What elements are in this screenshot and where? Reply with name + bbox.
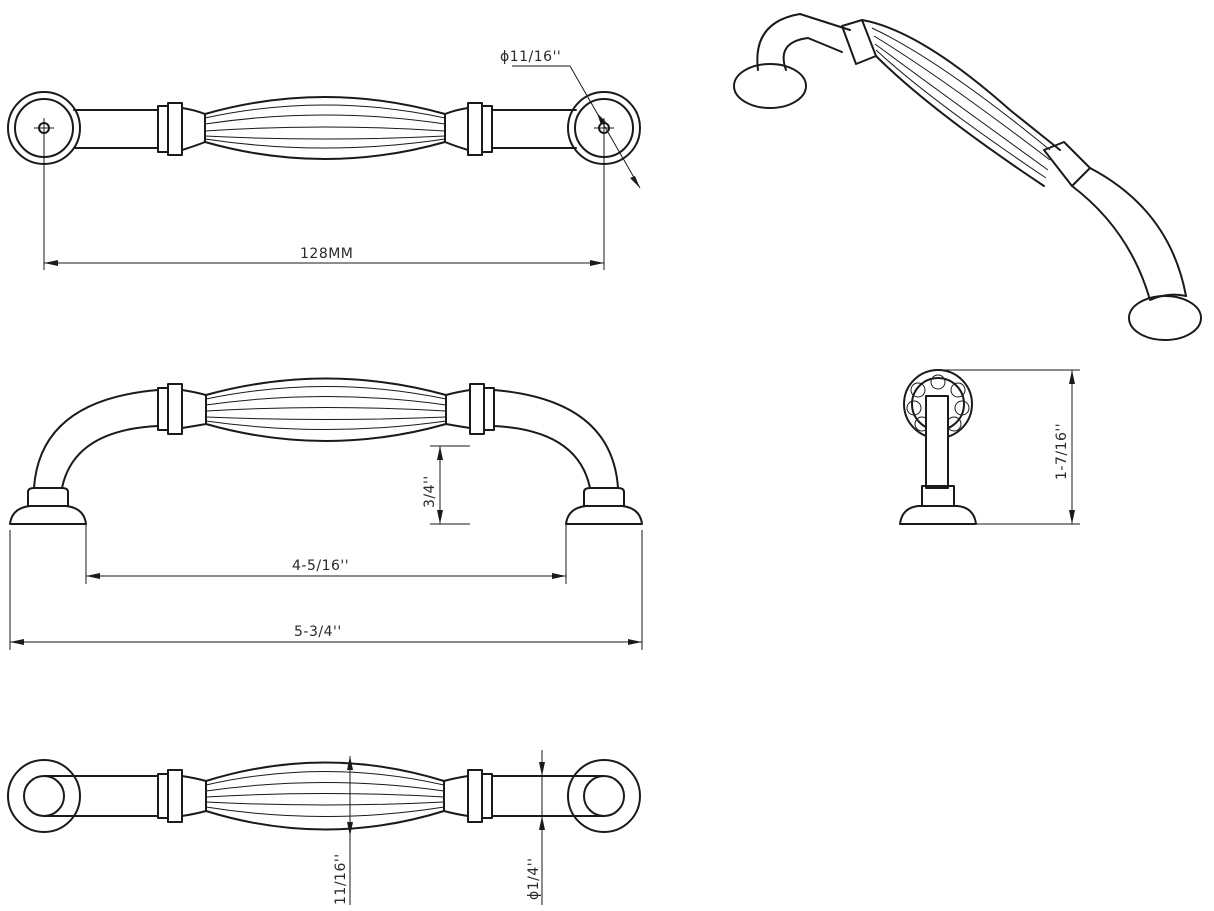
dim-hole-diameter: ϕ11/16'' — [500, 49, 561, 65]
front-view: 3/4'' 4-5/16'' 5-3/4'' — [9, 377, 643, 650]
dim-5-3-4: 5-3/4'' — [294, 624, 342, 640]
top-view: 128MM ϕ11/16'' — [7, 49, 641, 270]
side-view: 1-7/16'' — [899, 369, 1080, 525]
dim-128mm: 128MM — [300, 246, 353, 262]
bottom-view: 11/16'' ϕ1/4'' — [7, 750, 641, 905]
dim-bar-diameter: ϕ1/4'' — [526, 858, 542, 900]
isometric-view — [733, 13, 1202, 341]
dim-projection: 1-7/16'' — [1054, 423, 1070, 480]
dim-4-5-16: 4-5/16'' — [292, 558, 349, 574]
dim-grip-diameter: 11/16'' — [333, 853, 349, 905]
dim-clearance: 3/4'' — [422, 475, 438, 508]
